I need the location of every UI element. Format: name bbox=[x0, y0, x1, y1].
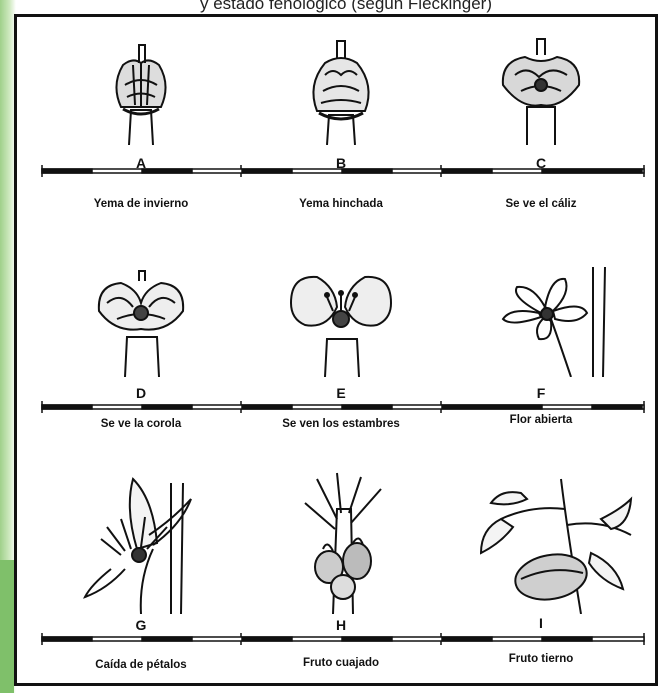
winter-bud-drawing bbox=[41, 35, 241, 145]
stage-label: Flor abierta bbox=[441, 414, 641, 426]
stage-h: H Fruto cuajado bbox=[241, 469, 441, 684]
stage-label: Fruto cuajado bbox=[241, 657, 441, 669]
calyx-visible-drawing bbox=[441, 35, 641, 145]
stamens-visible-drawing bbox=[241, 267, 441, 377]
stage-letter: I bbox=[441, 615, 641, 631]
stage-label: Yema de invierno bbox=[41, 198, 241, 210]
scale-bar-row-3 bbox=[41, 633, 645, 645]
young-fruit-drawing bbox=[441, 469, 641, 614]
stage-letter: G bbox=[41, 617, 241, 633]
stage-label: Se ven los estambres bbox=[241, 418, 441, 430]
scale-bar-row-2 bbox=[41, 401, 645, 413]
stage-letter: E bbox=[241, 385, 441, 401]
stage-g: G Caída de pétalos bbox=[41, 469, 241, 684]
stage-letter: D bbox=[41, 385, 241, 401]
stage-letter: F bbox=[441, 385, 641, 401]
open-flower-drawing bbox=[441, 267, 641, 377]
stage-label: Caída de pétalos bbox=[41, 659, 241, 671]
phenology-figure-frame: A Yema de invierno B Yema hinchada bbox=[14, 14, 658, 686]
stage-c: C Se ve el cáliz bbox=[441, 35, 641, 250]
stage-i: I Fruto tierno bbox=[441, 469, 641, 684]
stage-label: Fruto tierno bbox=[441, 653, 641, 665]
stage-a: A Yema de invierno bbox=[41, 35, 241, 250]
stage-d: D Se ve la corola bbox=[41, 267, 241, 482]
stage-e: E Se ven los estambres bbox=[241, 267, 441, 482]
stage-letter: H bbox=[241, 617, 441, 633]
stage-label: Se ve la corola bbox=[41, 418, 241, 430]
swollen-bud-drawing bbox=[241, 35, 441, 145]
petal-fall-drawing bbox=[41, 469, 241, 614]
corolla-visible-drawing bbox=[41, 267, 241, 377]
stage-label: Yema hinchada bbox=[241, 198, 441, 210]
scale-bar-row-1 bbox=[41, 165, 645, 177]
stage-f: F Flor abierta bbox=[441, 267, 641, 482]
stage-b: B Yema hinchada bbox=[241, 35, 441, 250]
fruit-set-drawing bbox=[241, 469, 441, 614]
stage-label: Se ve el cáliz bbox=[441, 198, 641, 210]
